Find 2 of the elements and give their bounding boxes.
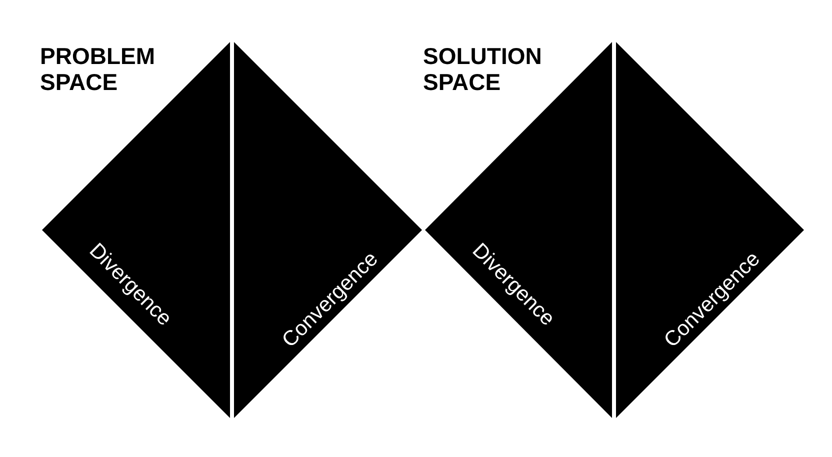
section-heading: SOLUTION SPACE	[423, 43, 543, 95]
section-heading: PROBLEM SPACE	[40, 43, 156, 95]
